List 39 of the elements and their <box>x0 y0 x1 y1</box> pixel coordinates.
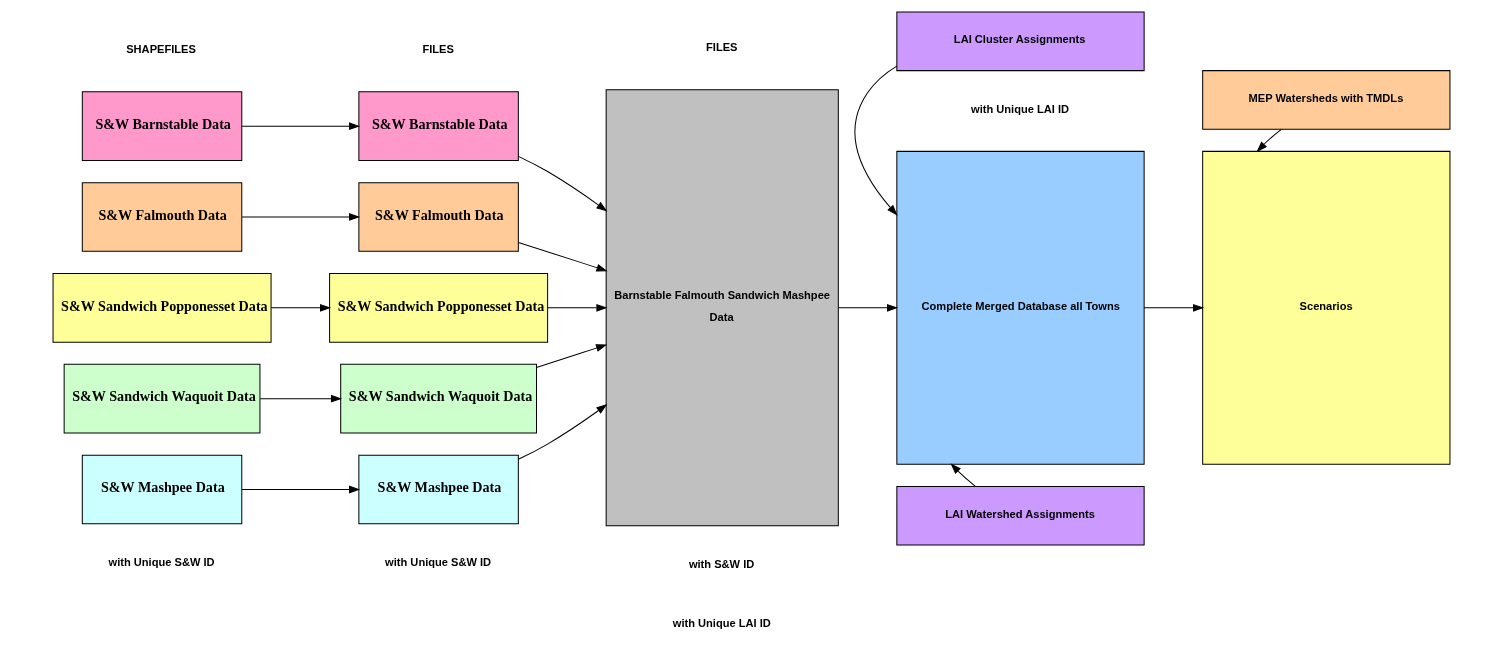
label: with Unique S&W ID <box>384 556 491 569</box>
node-box: MEP Watersheds with TMDLs <box>1201 70 1450 130</box>
label: with Unique LAI ID <box>970 102 1069 115</box>
arrow <box>270 303 331 312</box>
arrow <box>517 404 607 460</box>
label: with S&W ID <box>688 558 754 571</box>
node-box: Scenarios <box>1201 150 1450 465</box>
label: with Unique S&W ID <box>108 556 215 569</box>
node-box: S&W Barnstable Data <box>81 91 242 161</box>
label: with Unique LAI ID <box>672 616 771 629</box>
node-box: Complete Merged Database all Towns <box>895 150 1145 465</box>
node-box: S&W Mashpee Data <box>81 454 242 525</box>
node-box: LAI Watershed Assignments <box>895 485 1145 546</box>
node-box: S&W Sandwich Waquoit Data <box>63 363 260 434</box>
label: SHAPEFILES <box>125 43 196 56</box>
node-box: Barnstable Falmouth Sandwich Mashpee Data <box>605 89 839 527</box>
node-box: S&W Sandwich Popponesset Data <box>52 273 272 343</box>
node-box: S&W Sandwich Popponesset Data <box>328 273 548 343</box>
arrow <box>241 485 360 494</box>
label: FILES <box>421 43 454 56</box>
arrow <box>1143 303 1204 312</box>
arrow <box>241 213 360 221</box>
node-box: S&W Mashpee Data <box>357 454 519 525</box>
arrow <box>854 65 898 216</box>
arrow <box>241 122 360 131</box>
node-box: S&W Barnstable Data <box>357 91 519 161</box>
arrow <box>259 394 342 403</box>
arrow <box>837 303 898 312</box>
node-box: S&W Falmouth Data <box>81 182 242 252</box>
node-box: LAI Cluster Assignments <box>895 11 1145 72</box>
arrow <box>949 463 976 487</box>
node-box: S&W Sandwich Waquoit Data <box>339 363 537 434</box>
node-box: S&W Falmouth Data <box>357 182 519 252</box>
arrow <box>1255 128 1282 153</box>
arrow <box>535 344 607 368</box>
arrow <box>546 303 607 312</box>
label: FILES <box>705 41 738 54</box>
arrow <box>517 241 608 272</box>
arrow <box>517 155 607 212</box>
